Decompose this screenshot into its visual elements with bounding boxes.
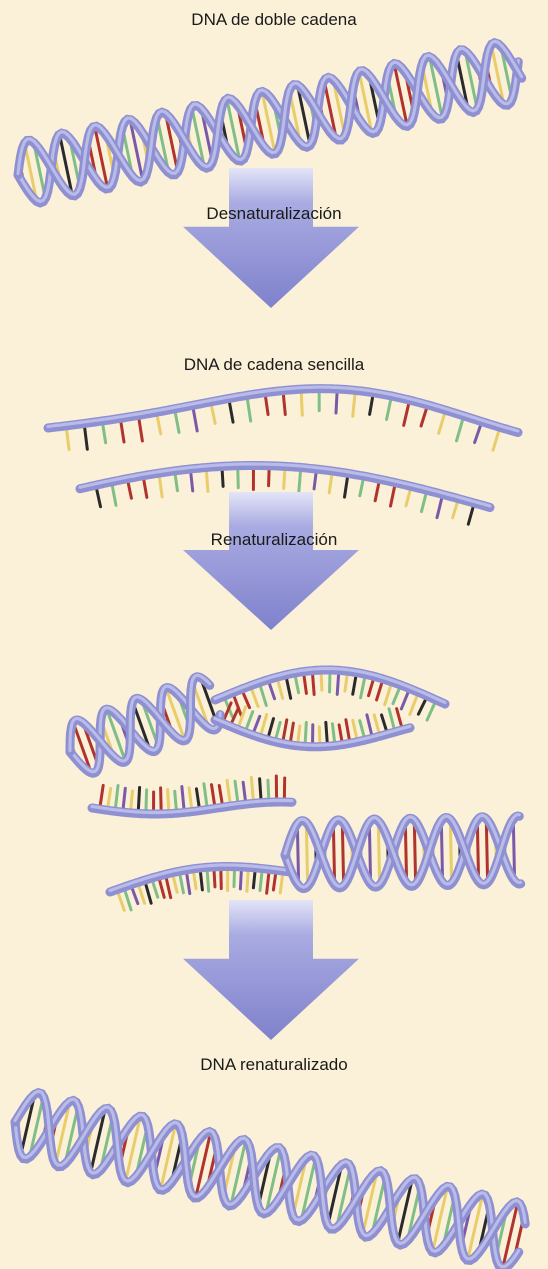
renaturation-label: Renaturalización [0,530,548,550]
down-arrow-icon [183,492,359,630]
double-strand-title: DNA de doble cadena [0,10,548,30]
down-arrow-icon [183,900,359,1040]
completion-arrow-body [183,900,359,1040]
down-arrow-icon [183,168,359,308]
denaturation-label: Desnaturalización [0,204,548,224]
denaturation-arrow-body [183,168,359,308]
renaturation-arrow-body [183,492,359,630]
arrows-layer [183,168,359,1040]
renatured-dna-title: DNA renaturalizado [0,1055,548,1075]
single-strand-title: DNA de cadena sencilla [0,355,548,375]
